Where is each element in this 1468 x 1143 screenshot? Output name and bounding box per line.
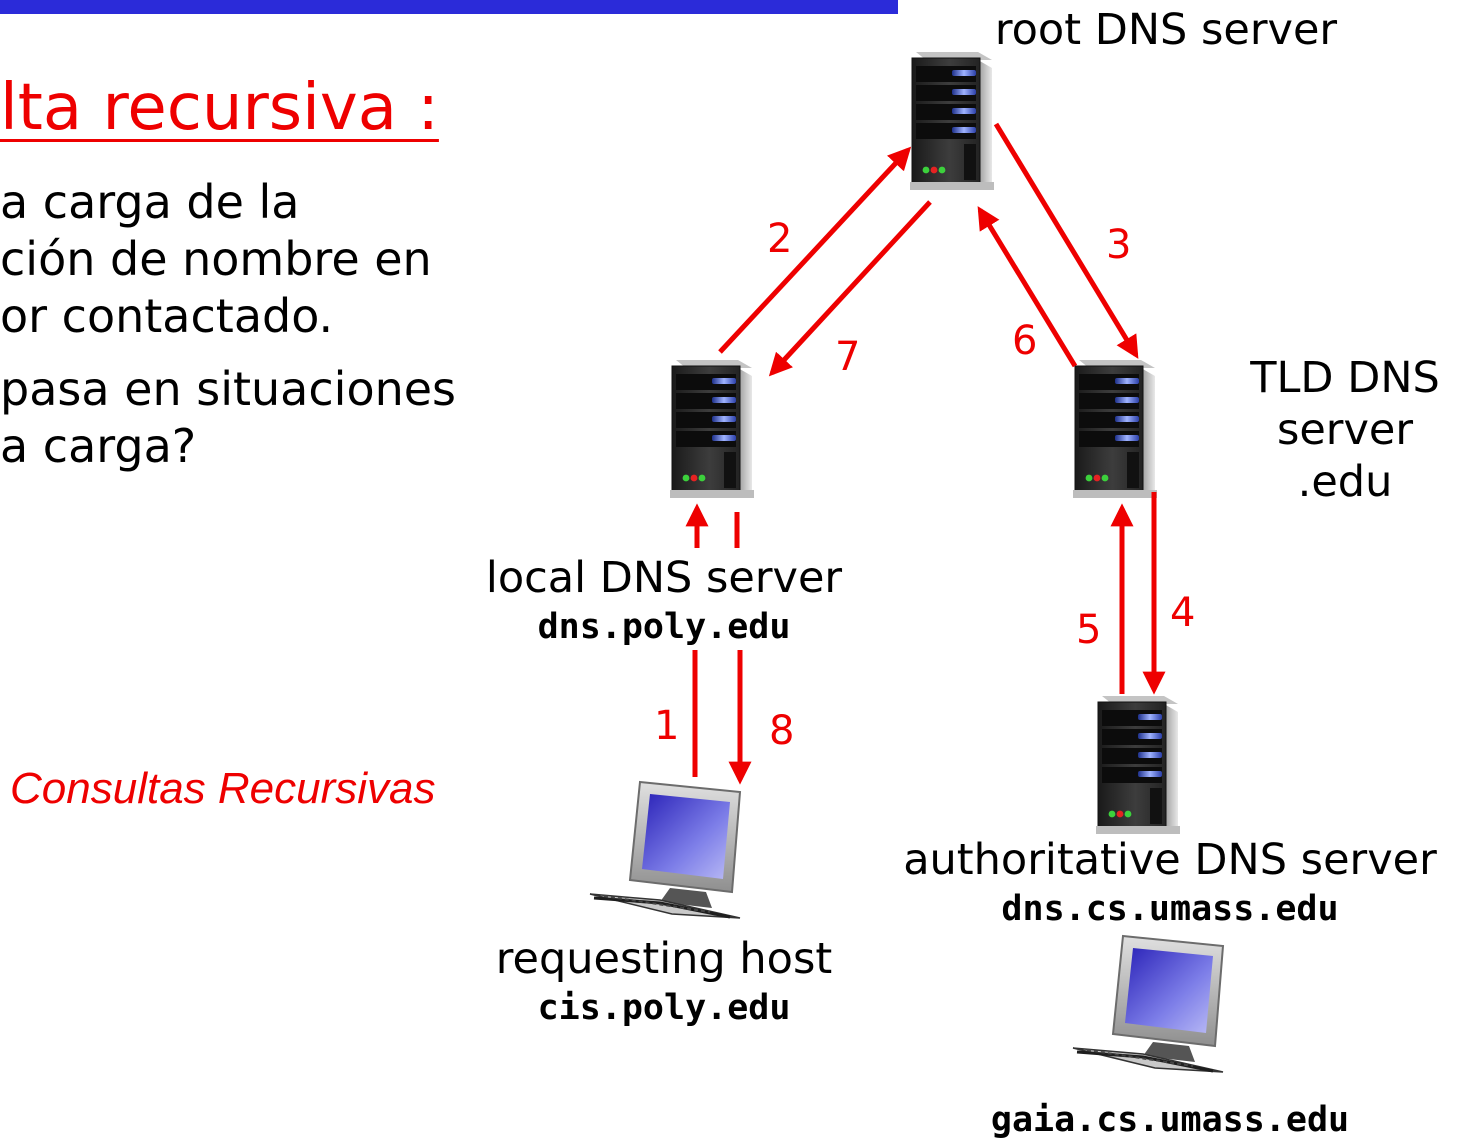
step-3-label: 3 [1106,222,1132,268]
gaia-host-label: gaia.cs.umass.edu [930,1097,1410,1143]
root-dns-server-label: root DNS server [994,5,1338,55]
local-dns-server-icon [669,359,755,499]
step-2-label: 2 [767,216,793,262]
arrow-step-3 [993,122,1139,359]
bullet-line: a carga? [0,419,197,473]
gaia-hostname: gaia.cs.umass.edu [990,1100,1350,1140]
step-1-label: 1 [654,703,680,749]
top-bar [0,0,898,14]
bullet-line: pasa en situaciones [0,362,457,416]
arrow-step-6 [977,206,1078,368]
authoritative-dns-server-label: authoritative DNS server dns.cs.umass.ed… [890,834,1450,932]
bullet-line: or contactado. [0,289,334,343]
slide-title: lta recursiva : [0,71,439,145]
arrow-step-7 [768,200,932,377]
step-5-label: 5 [1076,607,1102,653]
authoritative-dns-hostname: dns.cs.umass.edu [1001,889,1339,929]
root-dns-server-icon [909,51,995,191]
step-8-label: 8 [769,708,795,754]
gaia-host-computer-icon [1071,934,1225,1074]
tld-dns-server-icon [1072,359,1158,499]
bullet-line: ción de nombre en [0,232,432,286]
recursive-queries-caption: Consultas Recursivas [10,764,436,813]
local-dns-hostname: dns.poly.edu [537,607,791,647]
requesting-hostname: cis.poly.edu [537,988,791,1028]
arrow-step-2 [718,146,912,354]
authoritative-dns-server-icon [1095,695,1181,835]
bullet-line: a carga de la [0,175,300,229]
local-dns-server-label: local DNS server dns.poly.edu [444,552,884,650]
requesting-host-computer-icon [588,780,742,920]
step-7-label: 7 [835,334,861,380]
step-6-label: 6 [1012,318,1038,364]
tld-dns-server-label: TLD DNS server .edu [1250,353,1440,507]
bullet-text: a carga de la ción de nombre en or conta… [0,174,456,475]
step-4-label: 4 [1170,590,1196,636]
requesting-host-label: requesting host cis.poly.edu [444,933,884,1031]
